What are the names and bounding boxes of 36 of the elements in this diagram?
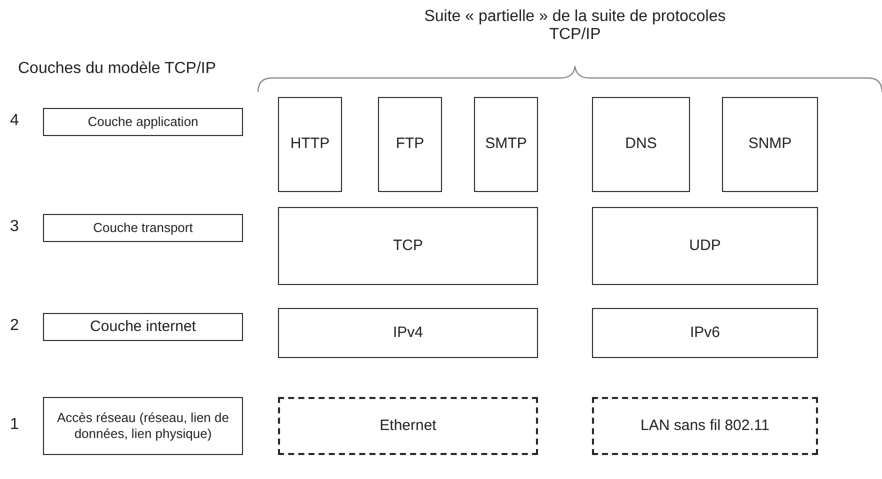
protocol-name: IPv4 [392, 324, 423, 342]
protocol-box [592, 207, 818, 285]
protocol-name: IPv6 [690, 324, 720, 342]
protocol-name: Ethernet [380, 416, 436, 436]
layer-box [43, 313, 243, 341]
layer-box [43, 108, 243, 136]
protocol-box [592, 397, 818, 455]
protocol-name: FTP [396, 135, 424, 154]
layer-number: 3 [10, 218, 19, 236]
layer-name: Couche internet [90, 318, 196, 336]
protocol-box [722, 97, 818, 192]
protocol-name: TCP [393, 236, 423, 256]
layer-box [43, 397, 243, 455]
protocol-name: HTTP [290, 135, 330, 154]
protocol-name: LAN sans fil 802.11 [640, 416, 770, 436]
protocol-box [278, 97, 342, 192]
protocol-box [592, 97, 690, 192]
layer-name: Couche application [88, 114, 198, 130]
protocol-box [378, 97, 442, 192]
layer-name: Couche transport [93, 220, 193, 236]
protocol-name: SMTP [485, 135, 527, 154]
protocol-box [278, 397, 538, 455]
protocol-name: DNS [625, 135, 657, 154]
protocol-box [278, 308, 538, 358]
protocol-box [278, 207, 538, 285]
layer-number: 2 [10, 317, 19, 335]
protocol-box [474, 97, 538, 192]
layer-box [43, 214, 243, 242]
protocol-name: SNMP [748, 135, 792, 154]
layer-number: 1 [10, 416, 19, 434]
column-heading: Couches du modèle TCP/IP [18, 60, 218, 78]
layer-number: 4 [10, 112, 19, 130]
protocol-name: UDP [689, 236, 721, 256]
protocol-box [592, 308, 818, 358]
layer-name: Accès réseau (réseau, lien de données, lien physique) [56, 410, 230, 442]
group-heading: Suite « partielle » de la suite de protocoles TCP/IP [423, 8, 727, 44]
